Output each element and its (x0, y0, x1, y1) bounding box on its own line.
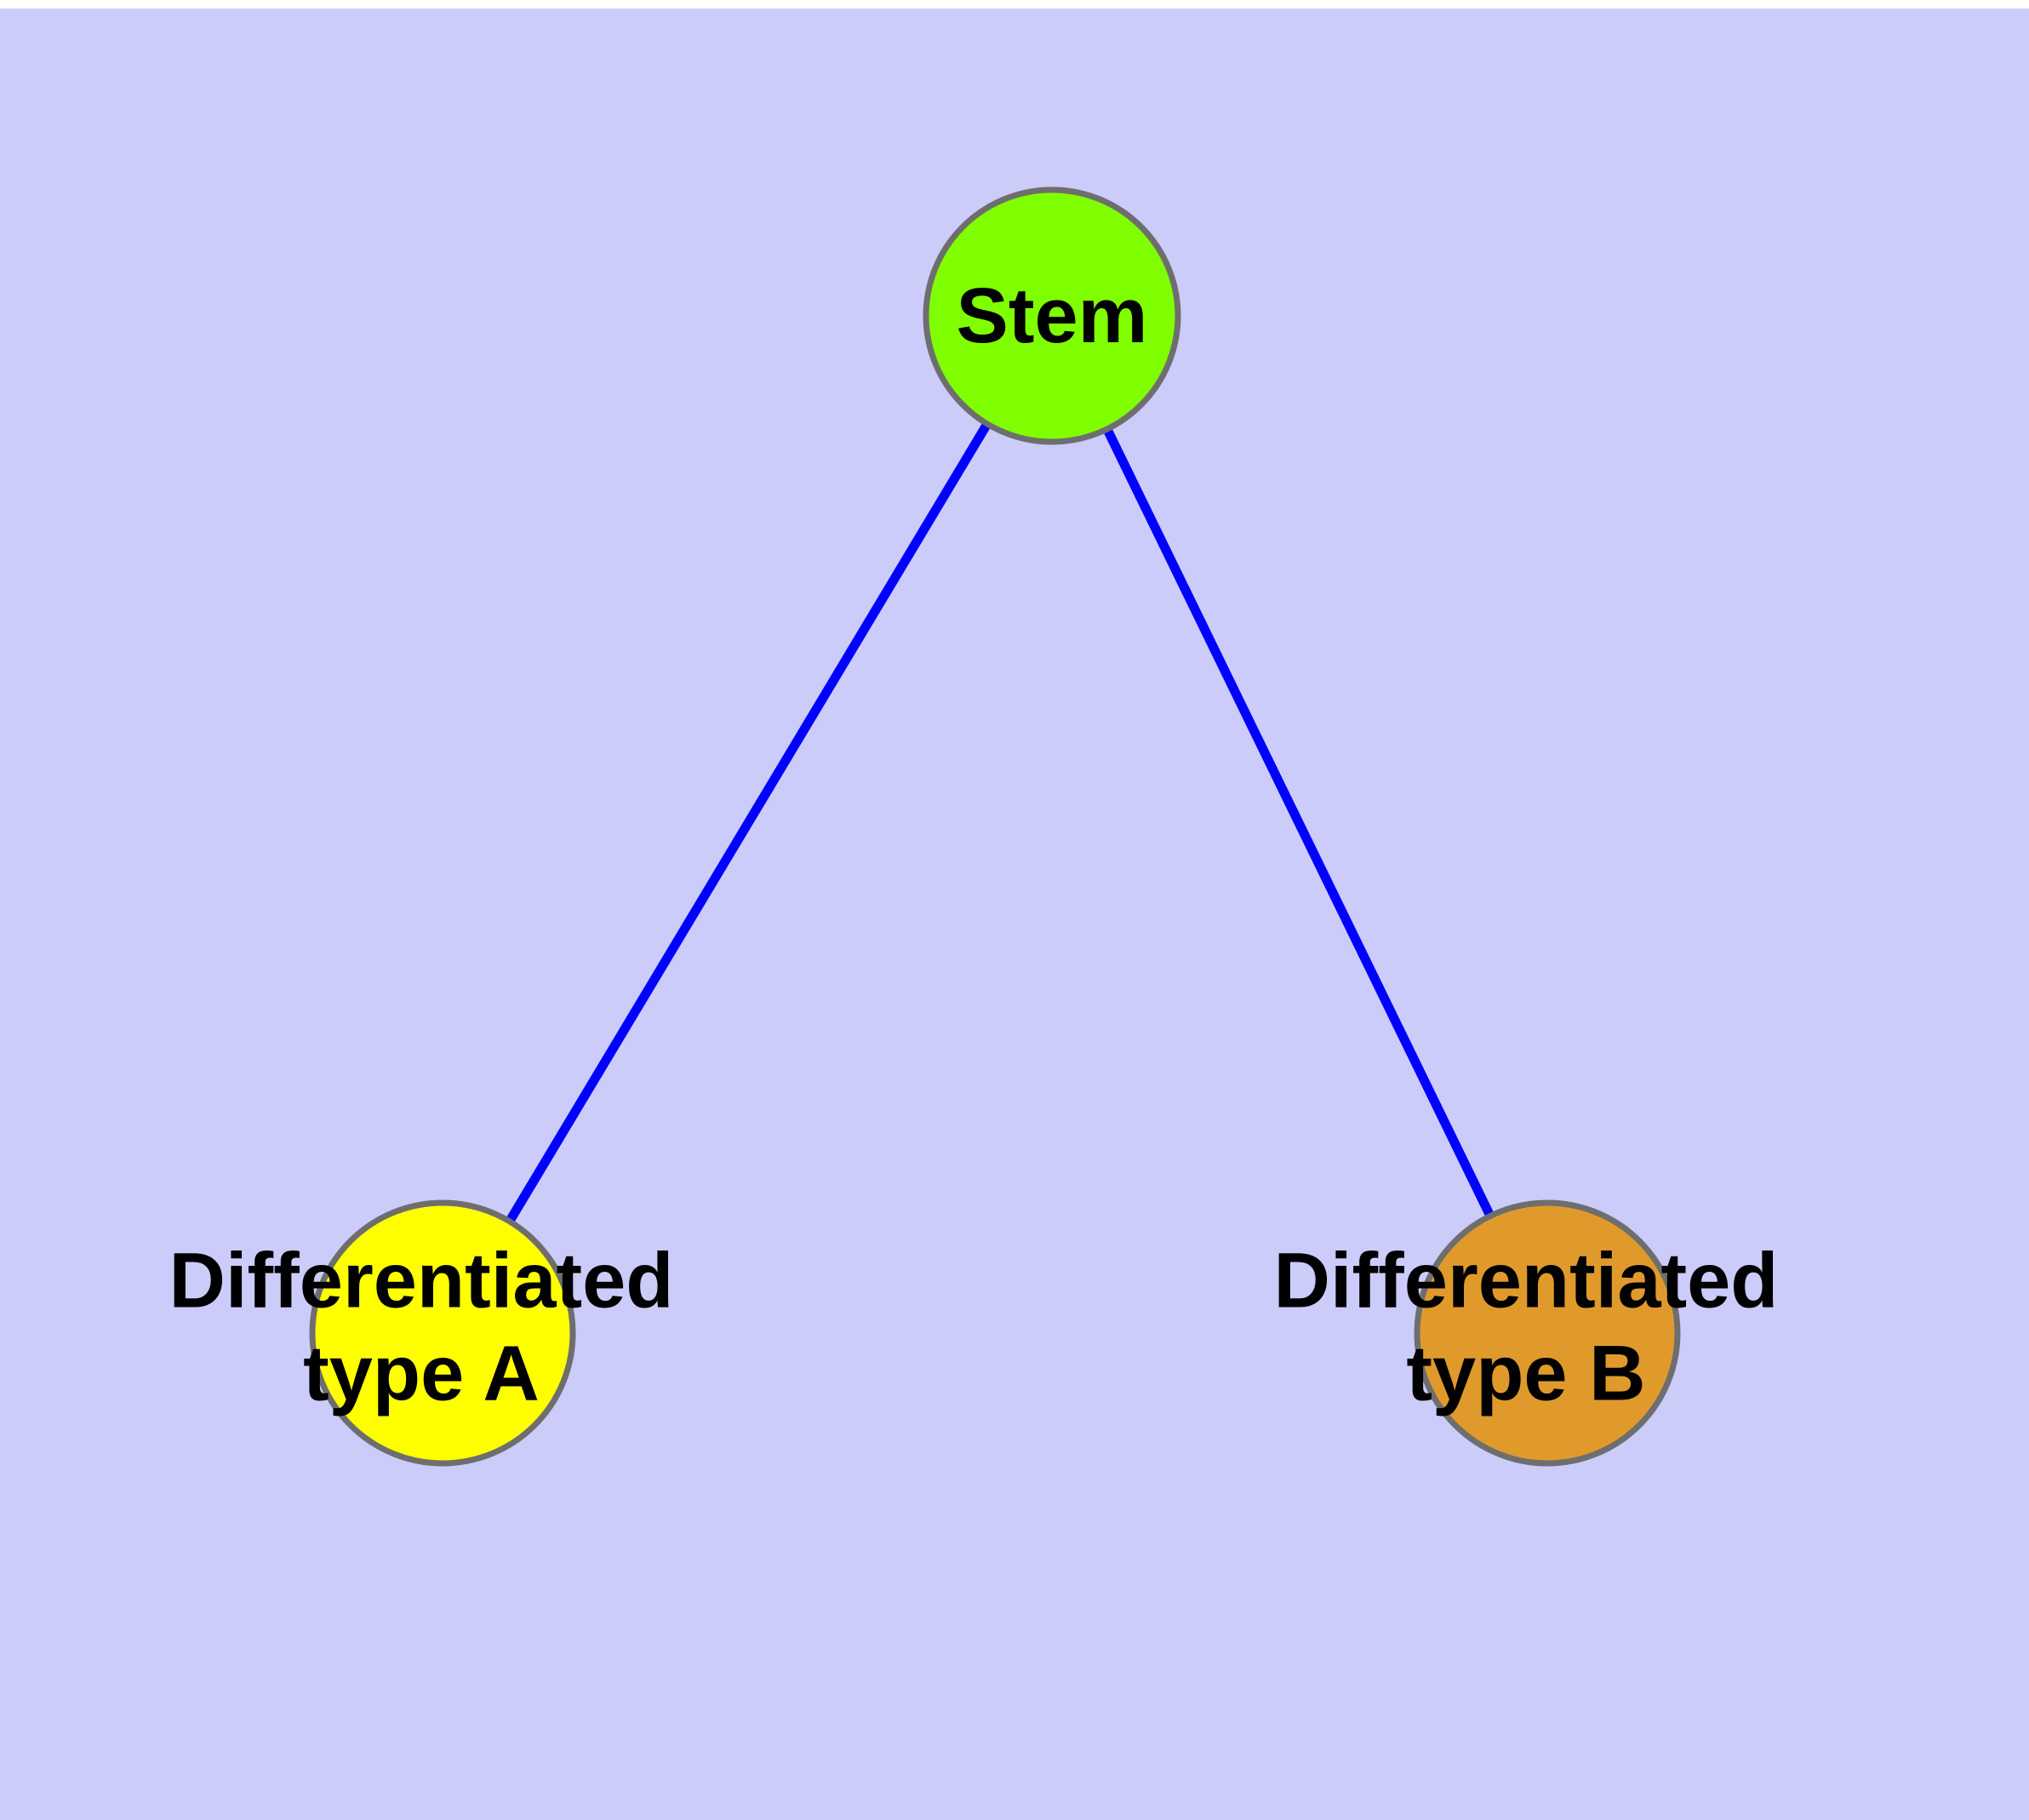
node-stem-circle[interactable] (923, 186, 1181, 445)
node-differentiated-type-b-circle[interactable] (1414, 1199, 1681, 1467)
edge-stem-to-differentiated-type-b[interactable] (1101, 424, 1496, 1221)
node-stem[interactable]: Stem (923, 186, 1181, 445)
node-stem-label: Stem (957, 272, 1148, 359)
edge-layer (504, 419, 1496, 1227)
node-differentiated-type-a-circle[interactable] (309, 1199, 576, 1467)
edge-stem-to-differentiated-type-a[interactable] (504, 419, 993, 1227)
